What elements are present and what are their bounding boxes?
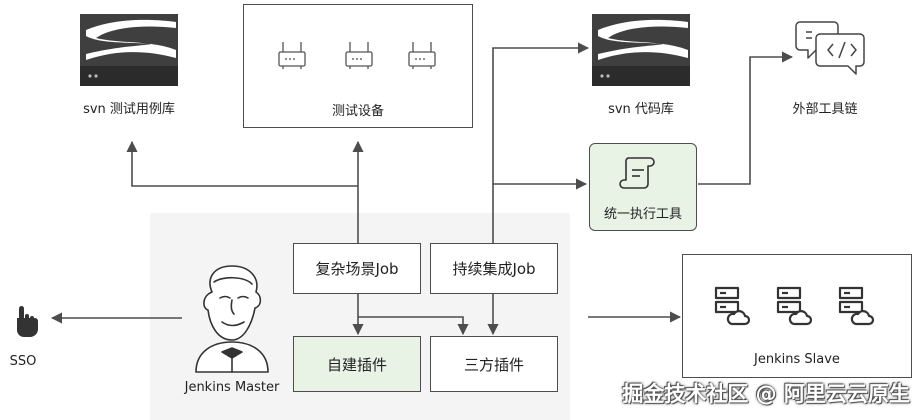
jenkins-master-label: Jenkins Master [184,380,280,395]
svn-code-repo-label: svn 代码库 [608,102,674,117]
sso-label: SSO [9,354,37,369]
edge-to-svn-code-repo [492,42,590,243]
test-devices-label: 测试设备 [331,104,384,119]
edge-to-svn-test-cases [126,140,358,187]
edge-to-external-toolchain [698,51,794,185]
complex-scenario-job-box: 复杂场景Job [293,243,421,294]
third-party-plugin-label: 三方插件 [463,355,524,374]
ci-job-box: 持续集成Job [430,243,558,294]
complex-scenario-job-label: 复杂场景Job [315,260,399,278]
custom-plugin-label: 自建插件 [326,355,387,374]
jenkins-slave-label: Jenkins Slave [754,352,840,367]
unified-exec-tool-label: 统一执行工具 [603,207,682,222]
svn-test-cases-label: svn 测试用例库 [83,102,175,117]
edge-complex-to-thirdparty [358,316,469,336]
external-toolchain-label: 外部工具链 [792,102,858,117]
custom-plugin-box: 自建插件 [293,336,421,392]
third-party-plugin-box: 三方插件 [430,336,558,392]
watermark-text: 掘金技术社区 @ 阿里云云原生 [622,382,910,406]
ci-job-label: 持续集成Job [452,260,536,278]
